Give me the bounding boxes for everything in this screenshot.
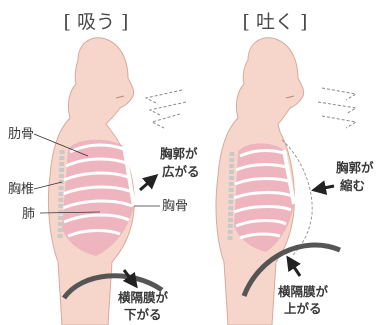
exhale-ribcage-action-line1: 胸郭が [336, 160, 374, 175]
contract-arrow-icon [314, 186, 334, 190]
expand-arrow-icon [140, 176, 156, 190]
exhale-diaphragm-action-line1: 横隔膜が [278, 284, 329, 299]
label-sternum: 胸骨 [162, 199, 188, 214]
inhale-diaphragm-action-line1: 横隔膜が [118, 290, 169, 305]
exhale-ribcage-action-line2: 縮む [340, 178, 365, 193]
inhale-ribcage-action-line2: 広がる [162, 164, 200, 179]
inhale-diaphragm-action-line2: 下がる [124, 307, 162, 322]
inhale-panel: [ 吸う ] 肋骨 胸椎 [8, 11, 200, 325]
label-spine: 胸椎 [8, 182, 34, 197]
inhale-ribcage-action-line1: 胸郭が [160, 146, 198, 161]
exhale-diaphragm-action-line2: 上がる [284, 301, 322, 316]
air-out-arrows-icon [318, 88, 356, 128]
exhale-panel: [ 吐く ] 胸郭が 縮む [216, 11, 374, 325]
label-ribs: 肋骨 [8, 127, 34, 142]
exhale-title: [ 吐く ] [243, 11, 308, 33]
diaphragm-up-arrow-icon [288, 258, 300, 276]
inhale-title: [ 吸う ] [64, 11, 129, 33]
label-lungs: 肺 [22, 207, 35, 222]
air-in-arrows-icon [146, 90, 186, 128]
